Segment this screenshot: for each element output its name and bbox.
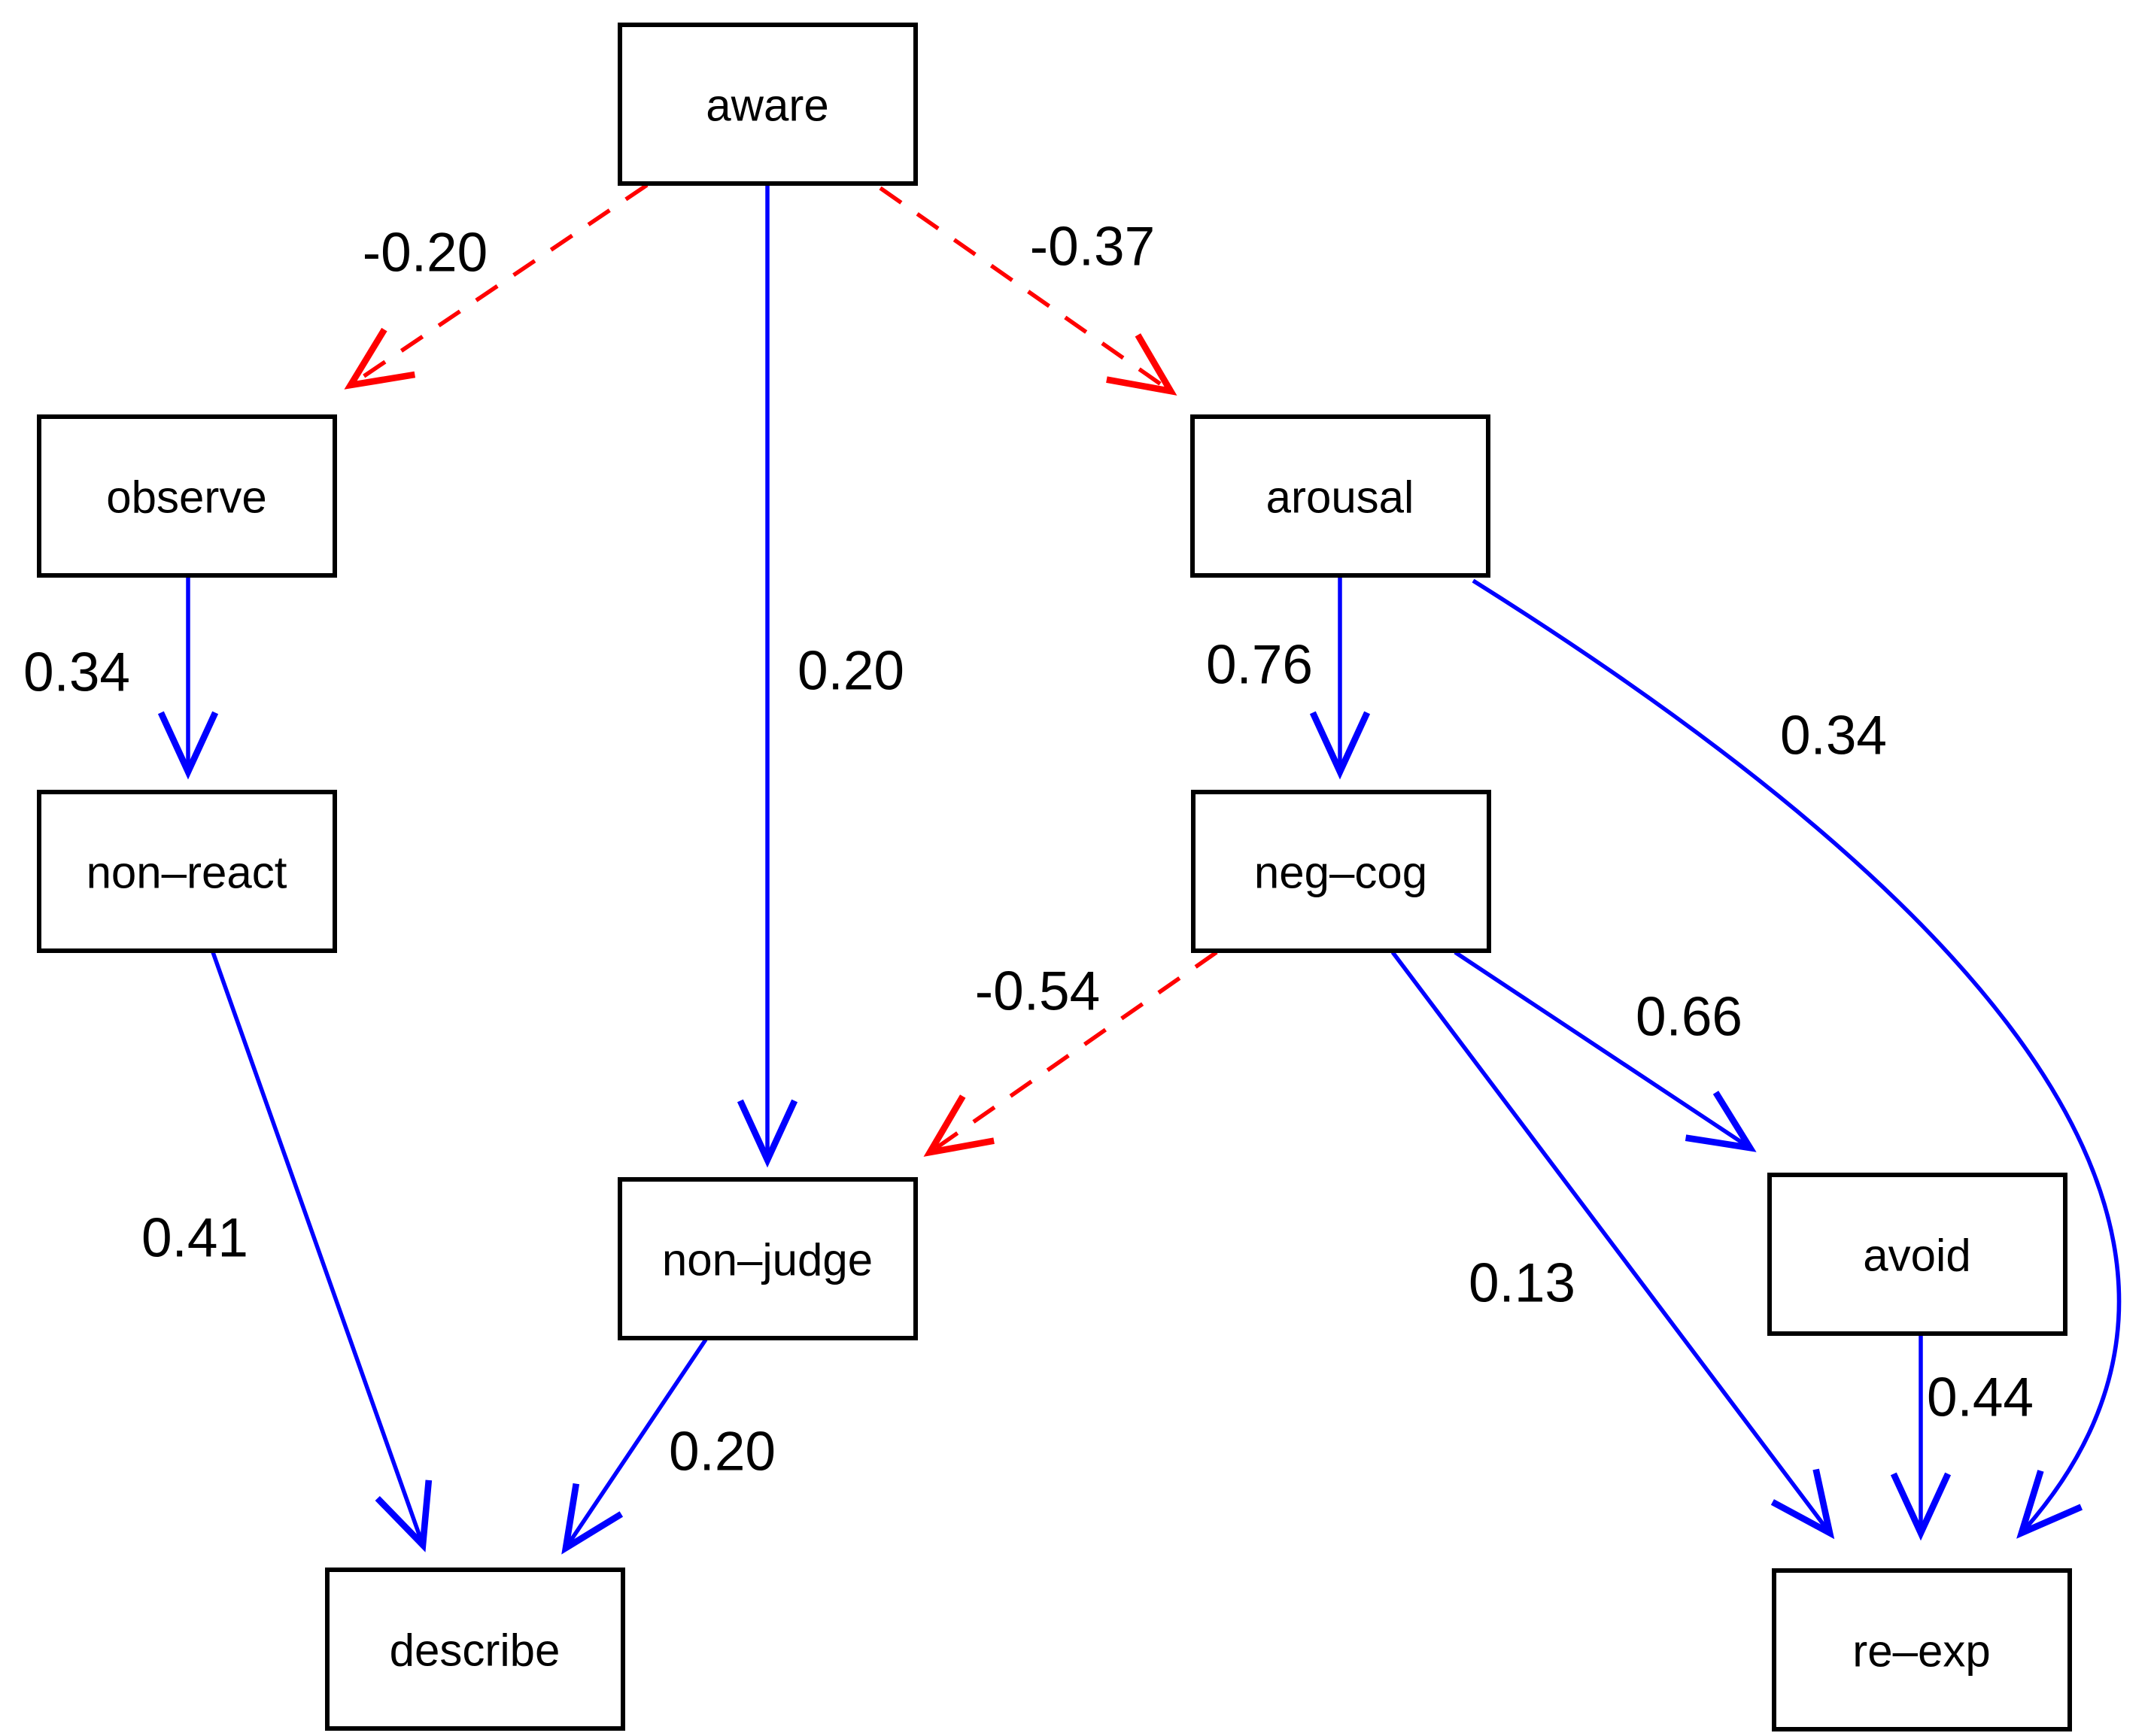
node-neg-cog: neg–cog bbox=[1191, 790, 1491, 953]
node-aware: aware bbox=[618, 23, 918, 186]
edge-weight-aware-arousal: -0.37 bbox=[1030, 217, 1155, 278]
edge-weight-arousal-re-exp: 0.34 bbox=[1780, 706, 1887, 766]
node-non-react-label: non–react bbox=[87, 848, 287, 898]
edge-neg-cog-re-exp bbox=[1390, 951, 1835, 1540]
node-aware-label: aware bbox=[706, 80, 828, 131]
node-observe: observe bbox=[37, 414, 337, 578]
node-re-exp-box bbox=[1772, 1568, 2072, 1731]
node-describe-label: describe bbox=[390, 1625, 561, 1676]
edge-weight-aware-non-judge: 0.20 bbox=[798, 641, 904, 702]
node-arousal: arousal bbox=[1190, 414, 1490, 578]
node-re-exp-label: re–exp bbox=[1852, 1626, 1990, 1677]
edge-weight-neg-cog-re-exp: 0.13 bbox=[1469, 1253, 1575, 1314]
node-aware-box bbox=[618, 23, 918, 186]
edge-weight-non-react-describe: 0.41 bbox=[141, 1208, 248, 1269]
edge-arousal-re-exp bbox=[1472, 578, 2122, 1539]
node-avoid-label: avoid bbox=[1863, 1231, 1970, 1281]
edge-weights: -0.20 -0.37 0.20 0.34 0.76 0.34 0.41 0.2… bbox=[23, 217, 2034, 1483]
edge-non-judge-describe bbox=[561, 1338, 708, 1555]
node-observe-box bbox=[37, 414, 337, 578]
edge-weight-non-judge-describe: 0.20 bbox=[669, 1422, 776, 1483]
edge-aware-arousal bbox=[879, 186, 1177, 396]
edge-weight-aware-observe: -0.20 bbox=[363, 223, 488, 284]
node-avoid-box bbox=[1767, 1173, 2067, 1336]
node-re-exp: re–exp bbox=[1772, 1568, 2072, 1731]
edge-neg-cog-non-judge bbox=[923, 950, 1218, 1157]
node-non-judge-box bbox=[618, 1177, 918, 1340]
node-non-judge: non–judge bbox=[618, 1177, 918, 1340]
node-non-react-box bbox=[37, 790, 337, 953]
node-neg-cog-label: neg–cog bbox=[1254, 848, 1427, 898]
node-describe-box bbox=[325, 1568, 625, 1731]
node-arousal-label: arousal bbox=[1266, 472, 1414, 523]
node-non-react: non–react bbox=[37, 790, 337, 953]
edge-aware-observe bbox=[344, 183, 649, 390]
edge-weight-arousal-neg-cog: 0.76 bbox=[1206, 635, 1313, 696]
edge-weight-neg-cog-avoid: 0.66 bbox=[1636, 987, 1742, 1048]
node-avoid: avoid bbox=[1767, 1173, 2067, 1336]
edges bbox=[157, 183, 2122, 1555]
edge-weight-avoid-re-exp: 0.44 bbox=[1927, 1367, 2034, 1428]
edge-non-react-describe bbox=[211, 951, 433, 1552]
edge-neg-cog-avoid bbox=[1454, 950, 1757, 1152]
edge-weight-neg-cog-non-judge: -0.54 bbox=[975, 961, 1100, 1022]
node-non-judge-label: non–judge bbox=[662, 1235, 873, 1285]
edge-weight-observe-non-react: 0.34 bbox=[23, 642, 130, 703]
node-observe-label: observe bbox=[106, 472, 266, 523]
nodes: aware observe arousal non–react neg–cog … bbox=[37, 23, 2072, 1731]
node-describe: describe bbox=[325, 1568, 625, 1731]
node-neg-cog-box bbox=[1191, 790, 1491, 953]
node-arousal-box bbox=[1190, 414, 1490, 578]
